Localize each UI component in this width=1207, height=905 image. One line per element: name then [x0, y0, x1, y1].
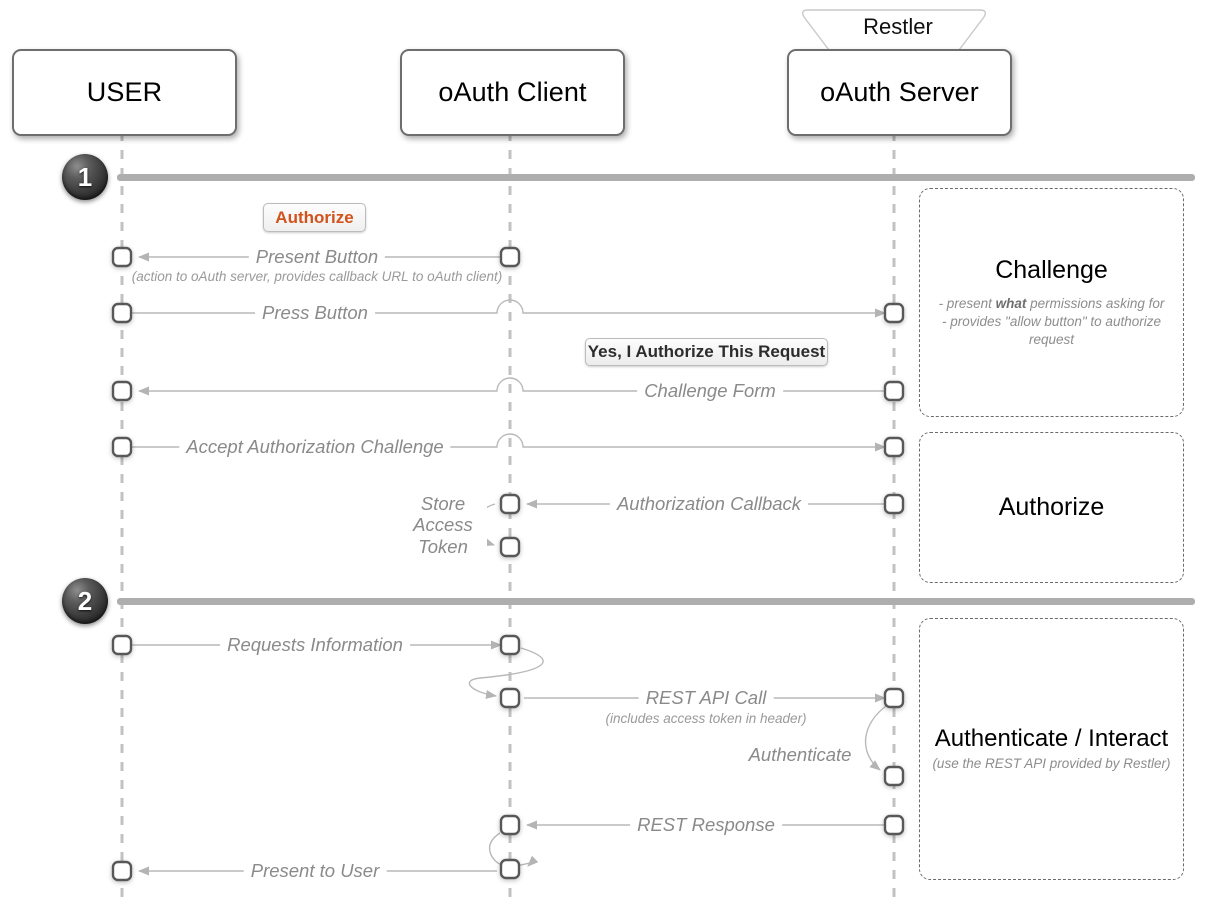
- note-authenticate-title: Authenticate / Interact: [934, 724, 1169, 752]
- note-challenge-body: - present what permissions asking for - …: [939, 295, 1165, 350]
- msg-label-rest-api-call: REST API Call: [638, 688, 774, 708]
- msg-label-authorization-callback: Authorization Callback: [609, 494, 809, 514]
- node-client-3: [499, 536, 521, 558]
- actor-box-oauth-client[interactable]: oAuth Client: [400, 49, 625, 136]
- consent-authorize-request-button[interactable]: Yes, I Authorize This Request: [585, 338, 828, 366]
- note-authenticate-body: (use the REST API provided by Restler): [932, 756, 1171, 772]
- node-user-2: [111, 302, 133, 324]
- actor-label-oauth-client: oAuth Client: [438, 77, 587, 107]
- authorize-button[interactable]: Authorize: [263, 203, 366, 232]
- node-server-7: [883, 814, 905, 836]
- restler-callout-label: Restler: [863, 14, 933, 39]
- line-client-internal-1: [468, 647, 544, 699]
- note-challenge-line1-pre: - present: [938, 295, 996, 311]
- note-authenticate-interact: Authenticate / Interact (use the REST AP…: [919, 618, 1184, 880]
- msg-label-authenticate: Authenticate: [741, 745, 859, 765]
- node-server-3: [883, 436, 905, 458]
- note-authorize-title: Authorize: [998, 493, 1105, 522]
- line-press-button: [131, 299, 886, 318]
- line-challenge-form: [138, 377, 885, 396]
- msg-label-challenge-form: Challenge Form: [637, 381, 783, 401]
- note-authorize: Authorize: [919, 432, 1184, 583]
- line-accept-authorization-challenge: [131, 433, 886, 452]
- line-authenticate: [864, 705, 887, 771]
- node-server-6: [883, 765, 905, 787]
- node-user-4: [111, 436, 133, 458]
- actor-label-user: USER: [86, 77, 163, 107]
- note-challenge-line3: request: [1028, 331, 1074, 347]
- phase-bar-2: [117, 598, 1195, 605]
- node-server-4: [883, 493, 905, 515]
- node-client-6: [499, 814, 521, 836]
- actor-box-user[interactable]: USER: [12, 49, 237, 136]
- note-challenge-line1-bold: what: [995, 295, 1027, 311]
- actor-box-oauth-server[interactable]: oAuth Server: [787, 49, 1012, 136]
- node-server-5: [883, 687, 905, 709]
- node-user-6: [111, 860, 133, 882]
- msg-sub-rest-api-call: (includes access token in header): [605, 710, 807, 726]
- node-user-3: [111, 380, 133, 402]
- node-client-1: [499, 246, 521, 268]
- node-server-2: [883, 380, 905, 402]
- msg-label-requests-information: Requests Information: [220, 635, 410, 655]
- note-challenge-line1-post: permissions asking for: [1026, 295, 1165, 311]
- msg-label-accept-authorization-challenge: Accept Authorization Challenge: [179, 437, 451, 457]
- msg-label-present-to-user: Present to User: [243, 861, 387, 881]
- node-client-4: [499, 634, 521, 656]
- node-client-2: [499, 493, 521, 515]
- node-user-5: [111, 634, 133, 656]
- authorize-button-label: Authorize: [275, 207, 354, 227]
- phase-bar-1: [117, 174, 1195, 181]
- msg-label-rest-response: REST Response: [630, 815, 782, 835]
- note-challenge-line2: - provides "allow button" to authorize: [942, 313, 1161, 329]
- note-challenge-title: Challenge: [995, 255, 1108, 284]
- msg-label-store-access-token: Store Access Token: [399, 493, 487, 557]
- note-challenge: Challenge - present what permissions ask…: [919, 188, 1184, 417]
- actor-label-oauth-server: oAuth Server: [820, 77, 979, 107]
- node-server-1: [883, 302, 905, 324]
- msg-label-present-button: Present Button: [248, 247, 386, 267]
- consent-button-label: Yes, I Authorize This Request: [587, 342, 826, 361]
- phase-number-1: 1: [62, 154, 108, 200]
- node-client-7: [499, 858, 521, 880]
- msg-sub-present-button: (action to oAuth server, provides callba…: [131, 268, 503, 284]
- activation-nodes: [111, 246, 905, 882]
- node-client-5: [499, 687, 521, 709]
- node-user-1: [111, 246, 133, 268]
- phase-number-2: 2: [62, 578, 108, 624]
- msg-label-press-button: Press Button: [255, 303, 375, 323]
